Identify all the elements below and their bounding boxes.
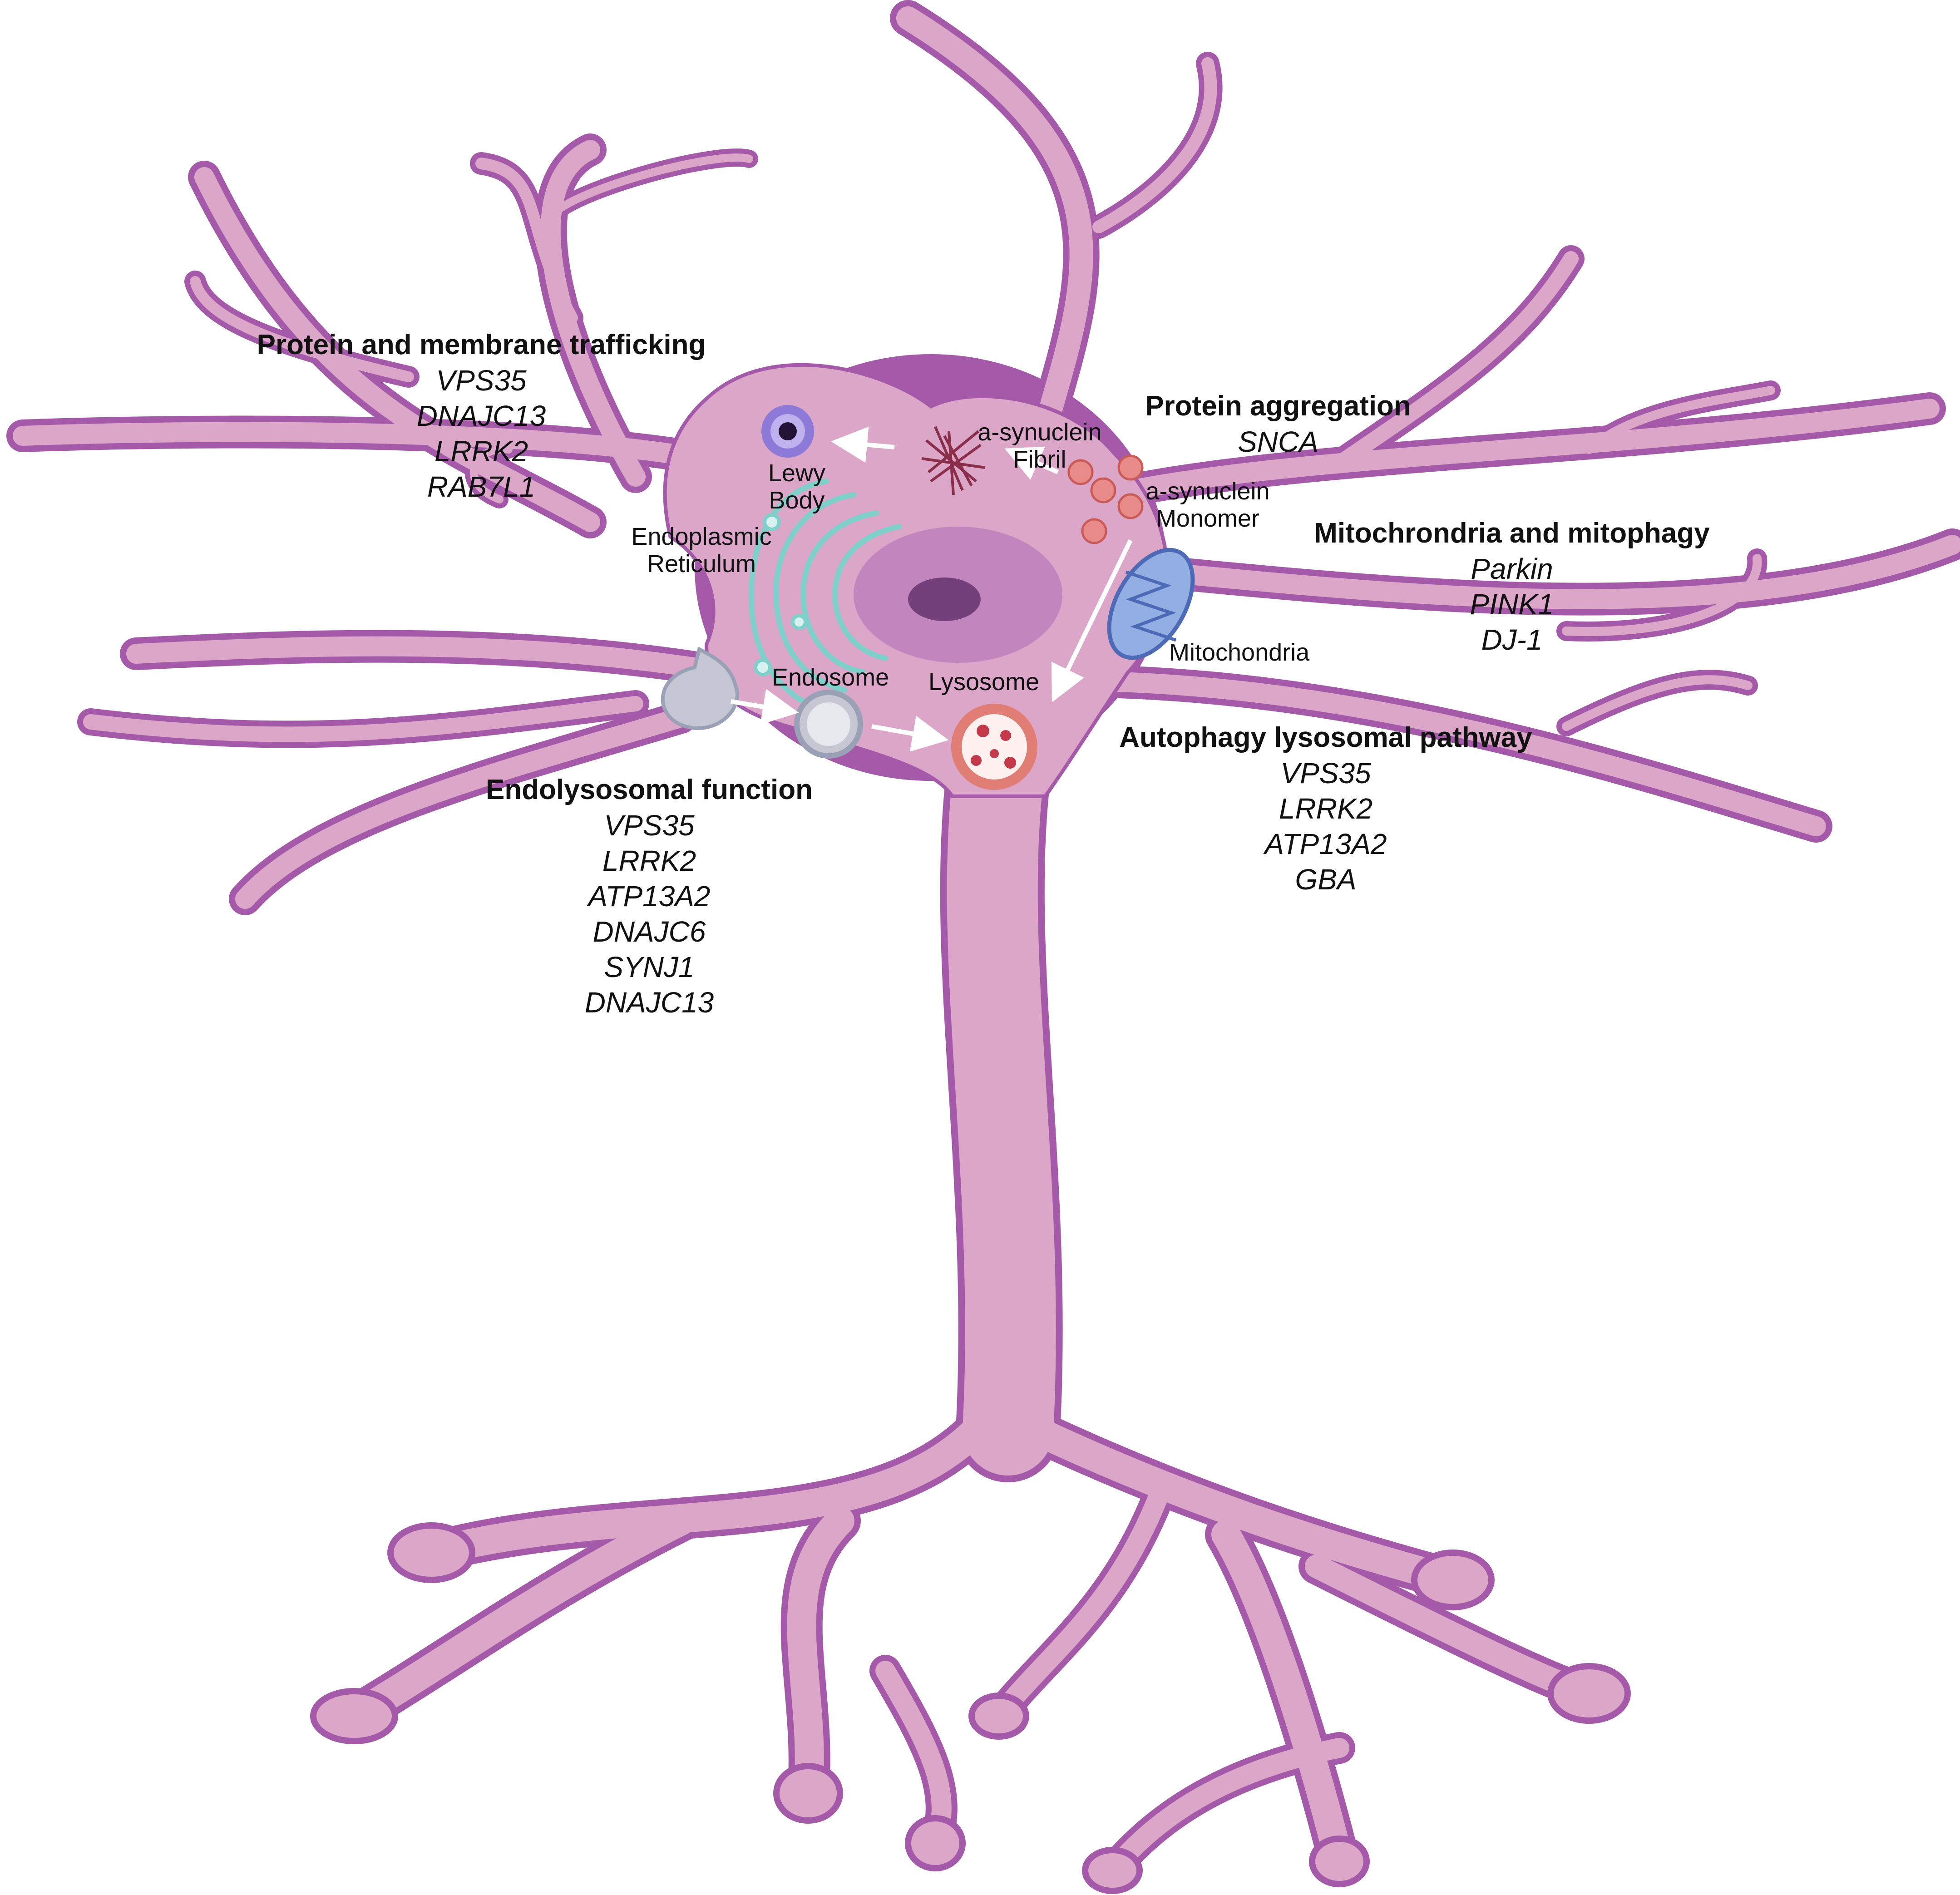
lewy-body-label: Lewy bbox=[768, 459, 825, 487]
lewy-body-icon bbox=[761, 405, 814, 458]
gene-name: SYNJ1 bbox=[604, 951, 694, 983]
er-icon bbox=[748, 479, 902, 711]
arrow-icon bbox=[1004, 446, 1059, 480]
gene-group-aggregation: Protein aggregation SNCA bbox=[1145, 390, 1411, 458]
gene-name: VPS35 bbox=[436, 364, 527, 397]
lysosome-icon bbox=[951, 704, 1037, 790]
gene-name: DNAJC13 bbox=[417, 400, 546, 432]
gene-name: SNCA bbox=[1238, 425, 1318, 458]
gene-group-mitochondria: Mitochrondria and mitophagy Parkin PINK1… bbox=[1314, 518, 1710, 656]
gene-name: GBA bbox=[1295, 863, 1356, 896]
arrow-icon bbox=[871, 716, 949, 752]
neuron-cell bbox=[6, 0, 1960, 1894]
gene-name: ATP13A2 bbox=[586, 880, 710, 913]
axon-terminals bbox=[310, 1522, 1631, 1894]
gene-name: Parkin bbox=[1471, 553, 1553, 585]
gene-name: LRRK2 bbox=[602, 844, 696, 877]
gene-name: LRRK2 bbox=[1279, 792, 1372, 825]
group-title: Autophagy lysosomal pathway bbox=[1119, 722, 1532, 753]
fibril-label: Fibril bbox=[1013, 446, 1066, 473]
monomer-label: a-synuclein bbox=[1145, 478, 1269, 505]
fibril-icon bbox=[921, 426, 986, 495]
gene-name: DNAJC13 bbox=[585, 986, 714, 1019]
gene-name: DJ-1 bbox=[1481, 623, 1542, 656]
gene-name: LRRK2 bbox=[434, 435, 528, 468]
gene-name: VPS35 bbox=[1280, 757, 1371, 790]
nucleolus bbox=[908, 577, 981, 621]
gene-group-endolysosomal: Endolysosomal function VPS35 LRRK2 ATP13… bbox=[486, 774, 813, 1019]
er-label: Endoplasmic bbox=[631, 523, 771, 550]
neuron-cytoplasm bbox=[13, 6, 1960, 1880]
gene-name: DNAJC6 bbox=[593, 915, 706, 948]
monomer-icon bbox=[1067, 454, 1144, 544]
group-title: Protein and membrane trafficking bbox=[257, 329, 706, 360]
lewy-body-label: Body bbox=[769, 487, 824, 514]
monomer-label: Monomer bbox=[1156, 505, 1259, 532]
endosome-label: Endosome bbox=[772, 664, 889, 691]
mitochondria-label: Mitochondria bbox=[1169, 639, 1310, 666]
gene-group-autophagy: Autophagy lysosomal pathway VPS35 LRRK2 … bbox=[1119, 722, 1532, 896]
gene-name: VPS35 bbox=[604, 809, 695, 842]
gene-name: PINK1 bbox=[1470, 588, 1554, 621]
mitochondria-icon bbox=[1107, 548, 1195, 660]
gene-group-trafficking: Protein and membrane trafficking VPS35 D… bbox=[257, 329, 706, 503]
vesicle-icon bbox=[661, 646, 739, 730]
endosome-icon bbox=[794, 690, 863, 759]
fibril-label: a-synuclein bbox=[978, 419, 1101, 446]
arrow-icon bbox=[731, 689, 799, 725]
arrow-icon bbox=[1051, 539, 1133, 702]
group-title: Endolysosomal function bbox=[486, 774, 813, 805]
group-title: Mitochrondria and mitophagy bbox=[1314, 518, 1710, 549]
arrows bbox=[731, 426, 1133, 752]
gene-name: RAB7L1 bbox=[427, 470, 535, 503]
lysosome-label: Lysosome bbox=[928, 668, 1039, 696]
er-label: Reticulum bbox=[647, 550, 756, 577]
group-title: Protein aggregation bbox=[1145, 390, 1411, 422]
gene-name: ATP13A2 bbox=[1263, 828, 1387, 860]
arrow-icon bbox=[831, 426, 895, 463]
